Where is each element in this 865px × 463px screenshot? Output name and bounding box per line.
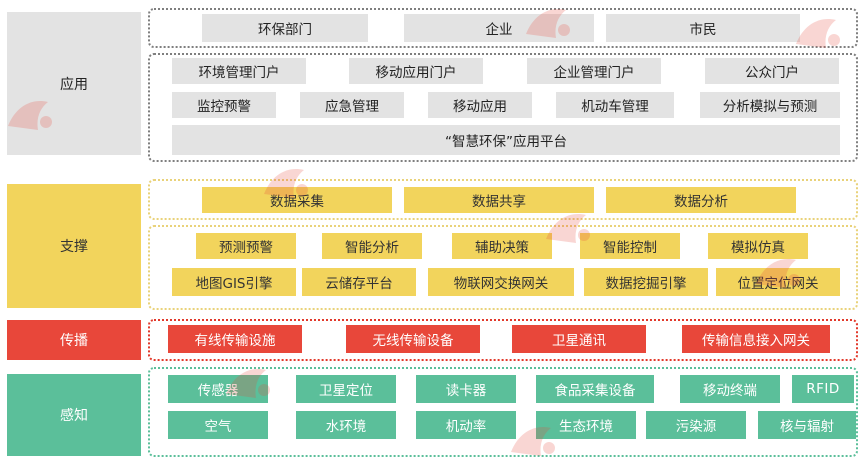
actor-box: 环保部门 [202,14,368,42]
support-box: 模拟仿真 [708,233,808,259]
sensing-box: 机动率 [416,411,516,439]
sensing-box: 核与辐射 [758,411,856,439]
actor-box: 企业 [404,14,594,42]
transmission-box: 卫星通讯 [512,325,646,353]
layer-label-support: 支撑 [7,184,141,308]
support-box: 数据挖掘引擎 [584,268,708,296]
transmission-frame [148,319,858,361]
data-frame [148,179,858,220]
function-box: 应急管理 [300,92,404,118]
sensing-box: 卫星定位 [296,375,396,403]
support-box: 智能控制 [580,233,680,259]
layer-label-sensing: 感知 [7,374,141,456]
sensing-frame [148,367,858,457]
support-box: 云储存平台 [302,268,416,296]
support-box: 辅助决策 [452,233,552,259]
function-box: 分析模拟与预测 [700,92,840,118]
platform-box: “智慧环保”应用平台 [172,125,840,155]
function-box: 监控预警 [172,92,276,118]
transmission-box: 传输信息接入网关 [682,325,830,353]
data-box: 数据采集 [202,187,392,213]
application-frame [148,53,858,162]
function-box: 移动应用 [428,92,532,118]
transmission-box: 无线传输设备 [346,325,480,353]
actors-frame [148,8,858,48]
portal-box: 公众门户 [705,58,839,84]
sensing-box: 污染源 [646,411,746,439]
function-box: 机动车管理 [556,92,674,118]
sensing-box: 食品采集设备 [536,375,654,403]
sensing-box: RFID [792,375,854,403]
support-frame [148,225,858,310]
transmission-box: 有线传输设施 [168,325,302,353]
layer-label-transmission: 传播 [7,320,141,360]
support-box: 物联网交换网关 [428,268,574,296]
actor-box: 市民 [606,14,800,42]
data-box: 数据共享 [404,187,594,213]
portal-box: 企业管理门户 [527,58,661,84]
sensing-box: 移动终端 [680,375,780,403]
data-box: 数据分析 [606,187,796,213]
sensing-box: 生态环境 [536,411,636,439]
layer-label-application: 应用 [7,12,141,155]
sensing-box: 传感器 [168,375,268,403]
portal-box: 移动应用门户 [349,58,483,84]
sensing-box: 空气 [168,411,268,439]
portal-box: 环境管理门户 [172,58,306,84]
support-box: 位置定位网关 [716,268,840,296]
support-box: 预测预警 [196,233,296,259]
support-box: 地图GIS引擎 [172,268,296,296]
support-box: 智能分析 [322,233,422,259]
sensing-box: 水环境 [296,411,396,439]
sensing-box: 读卡器 [416,375,516,403]
